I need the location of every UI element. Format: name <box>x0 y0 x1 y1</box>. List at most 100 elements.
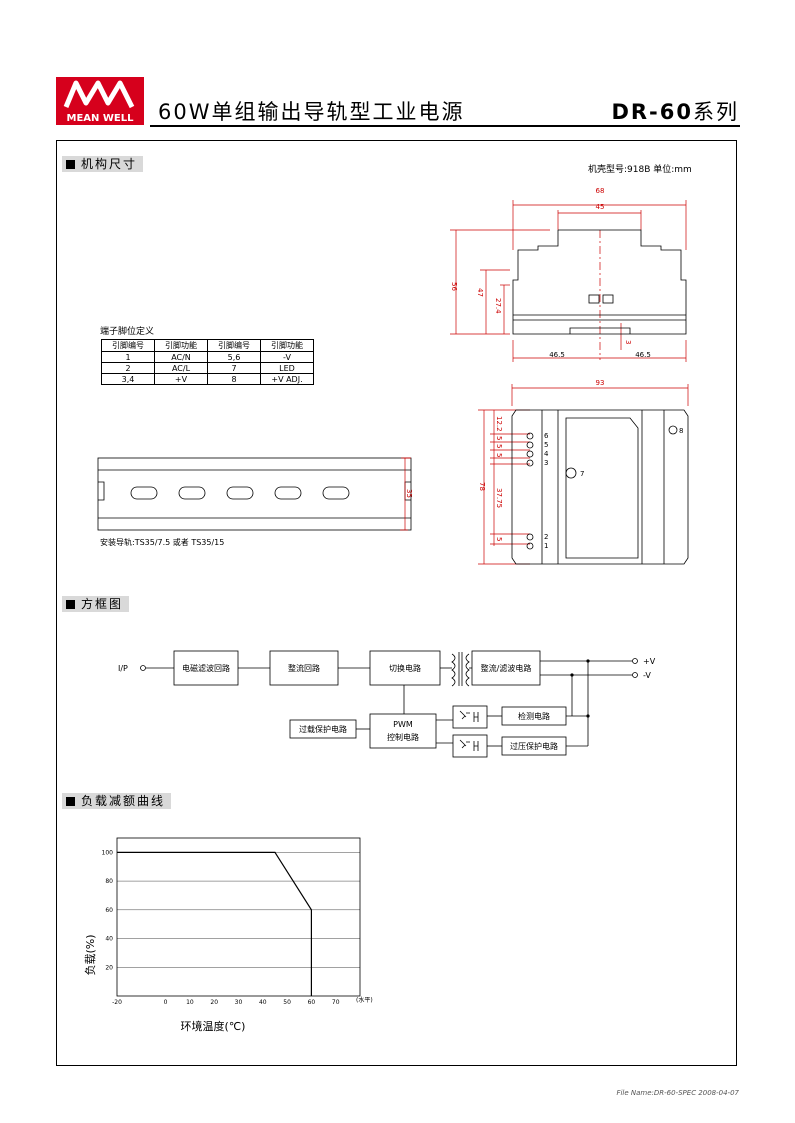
dim-27-4: 27.4 <box>494 298 502 314</box>
pin-label: 4 <box>544 450 549 458</box>
brand-logo: MEAN WELL <box>56 77 144 125</box>
section-mechanical-label: 机构尺寸 <box>81 157 138 171</box>
table-header: 引脚功能 <box>260 339 314 352</box>
section-derating-label: 负载减额曲线 <box>81 794 166 808</box>
table-cell: 5,6 <box>207 351 261 363</box>
dim-5-d: 5 <box>495 537 503 541</box>
y-tick-label: 60 <box>105 907 113 914</box>
rectifier-block: 整流回路 <box>288 663 320 673</box>
x-unit-note: (水平) <box>356 996 373 1004</box>
y-axis-label: 负载(%) <box>83 934 97 975</box>
block-diagram: I/P 电磁滤波回路 整流回路 切换电路 整流/滤波电路 PWM 控制电路 过载… <box>118 650 656 758</box>
table-cell: -V <box>260 351 314 363</box>
emi-block: 电磁滤波回路 <box>182 663 230 673</box>
dim-37-75: 37.75 <box>495 488 503 508</box>
table-row: 引脚编号 引脚功能 引脚编号 引脚功能 <box>101 339 314 352</box>
table-header: 引脚功能 <box>154 339 208 352</box>
dim-3: 3 <box>624 340 632 344</box>
document-title: 60W单组输出导轨型工业电源 <box>158 100 465 124</box>
footer-file-info: File Name:DR-60-SPEC 2008-04-07 <box>616 1089 739 1097</box>
dim-78: 78 <box>478 482 486 491</box>
table-cell: 2 <box>101 362 155 374</box>
pin-label: 6 <box>544 432 549 440</box>
x-tick-label: 40 <box>259 999 267 1006</box>
pwm-block-line2: 控制电路 <box>387 732 419 742</box>
dim-45: 45 <box>596 203 605 211</box>
table-cell: 7 <box>207 362 261 374</box>
table-cell: AC/L <box>154 362 208 374</box>
pin-label: 7 <box>580 470 584 478</box>
table-cell: AC/N <box>154 351 208 363</box>
pin-label: 1 <box>544 542 548 550</box>
model-suffix: 系列 <box>693 100 739 124</box>
table-row: 2 AC/L 7 LED <box>101 362 314 374</box>
dim-5-a: 5 <box>495 436 503 440</box>
dim-46-5-left: 46.5 <box>549 351 565 359</box>
table-cell: +V ADJ. <box>260 373 314 385</box>
mw-logo-icon: MEAN WELL <box>63 80 135 124</box>
table-cell: LED <box>260 362 314 374</box>
series-line <box>117 851 312 996</box>
x-tick-label: 60 <box>308 999 316 1006</box>
dim-47: 47 <box>476 288 484 297</box>
ip-label: I/P <box>118 664 128 673</box>
square-bullet-icon <box>66 600 75 609</box>
brand-name: MEAN WELL <box>67 113 135 124</box>
overload-block: 过载保护电路 <box>299 724 347 734</box>
header-rule <box>150 125 740 127</box>
content-frame <box>56 140 737 1066</box>
pin-label: 3 <box>544 459 548 467</box>
table-cell: 1 <box>101 351 155 363</box>
y-tick-label: 40 <box>105 936 113 943</box>
x-tick-label: -20 <box>112 999 122 1006</box>
table-row: 1 AC/N 5,6 -V <box>101 351 314 363</box>
table-cell: 3,4 <box>101 373 155 385</box>
dim-5-c: 5 <box>495 453 503 457</box>
square-bullet-icon <box>66 160 75 169</box>
section-derating: 负载减额曲线 <box>62 793 172 809</box>
pin-label: 5 <box>544 441 548 449</box>
pin-table: 引脚编号 引脚功能 引脚编号 引脚功能 1 AC/N 5,6 -V 2 AC/L… <box>101 339 314 385</box>
dim-93: 93 <box>596 379 605 387</box>
x-tick-label: 70 <box>332 999 340 1006</box>
x-tick-label: 20 <box>210 999 218 1006</box>
square-bullet-icon <box>66 797 75 806</box>
pwm-block-line1: PWM <box>393 720 413 729</box>
dim-46-5-right: 46.5 <box>635 351 651 359</box>
model-series: DR-60系列 <box>611 96 739 126</box>
overvolt-block: 过压保护电路 <box>510 741 558 751</box>
front-view-drawing: 93 78 12.2 5 5 5 37.75 5 6 5 4 3 2 1 7 8 <box>478 379 689 565</box>
table-header: 引脚编号 <box>207 339 261 352</box>
case-info: 机壳型号:918B 单位:mm <box>588 165 692 175</box>
pin-label: 2 <box>544 533 548 541</box>
table-header: 引脚编号 <box>101 339 155 352</box>
vminus-label: -V <box>643 671 651 680</box>
x-tick-label: 0 <box>164 999 168 1006</box>
rect-filter-block: 整流/滤波电路 <box>481 663 532 673</box>
plot-frame <box>116 837 361 997</box>
detect-block: 检测电路 <box>518 711 550 721</box>
pin-table-title: 端子脚位定义 <box>100 327 155 337</box>
dim-35: 35 <box>405 489 413 498</box>
table-cell: +V <box>154 373 208 385</box>
model-name: DR-60 <box>611 100 693 124</box>
y-tick-label: 80 <box>105 878 113 885</box>
table-row: 3,4 +V 8 +V ADJ. <box>101 373 314 385</box>
y-tick-label: 20 <box>105 964 113 971</box>
top-view-drawing: 68 45 56 47 27.4 3 46.5 46.5 <box>450 187 687 362</box>
pin-label: 8 <box>679 427 683 435</box>
dim-5-b: 5 <box>495 444 503 448</box>
din-rail-drawing: 35 <box>97 457 413 531</box>
section-block-diagram: 方框图 <box>62 596 130 612</box>
dim-12-2: 12.2 <box>495 416 503 432</box>
vplus-label: +V <box>643 657 656 666</box>
rail-note: 安装导轨:TS35/7.5 或者 TS35/15 <box>100 538 225 547</box>
dim-56: 56 <box>450 282 458 291</box>
table-cell: 8 <box>207 373 261 385</box>
x-tick-label: 30 <box>235 999 243 1006</box>
dim-68: 68 <box>596 187 605 195</box>
x-tick-label: 10 <box>186 999 194 1006</box>
section-mechanical: 机构尺寸 <box>62 156 144 172</box>
switch-block: 切换电路 <box>389 663 421 673</box>
